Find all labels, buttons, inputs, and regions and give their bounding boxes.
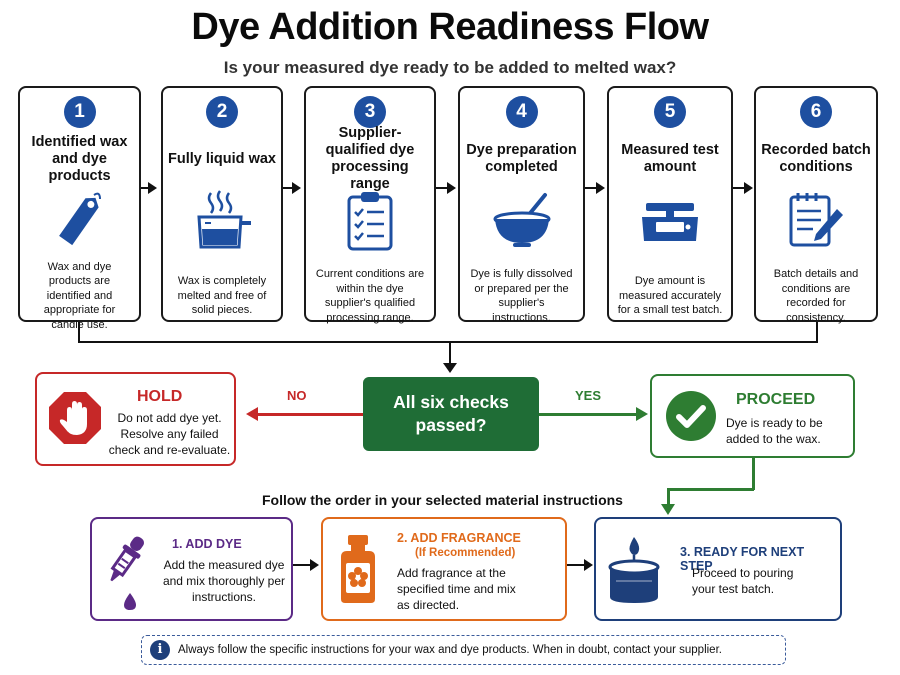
info-icon: i (150, 640, 170, 660)
step-description: Dye amount is measured accurately for a … (617, 275, 723, 317)
arrow-right-icon (596, 182, 605, 194)
step-description: Batch details and conditions are recorde… (773, 268, 859, 324)
step-card-5: 5 Measured test amount Dye amount is mea… (607, 86, 733, 322)
follow-order-text: Follow the order in your selected materi… (262, 492, 623, 508)
step-number: 5 (654, 96, 686, 128)
checkmark-icon (665, 390, 717, 447)
proceed-title: PROCEED (736, 391, 816, 408)
arrow-right-icon (148, 182, 157, 194)
candle-icon (606, 535, 662, 612)
action-title: 1. ADD DYE (172, 537, 242, 551)
arrow-left-icon (246, 407, 258, 421)
connector-line (585, 187, 597, 189)
arrow-right-icon (744, 182, 753, 194)
proceed-connector-line (667, 488, 754, 491)
arrow-down-icon (661, 504, 675, 515)
footer-note: i Always follow the specific instruction… (141, 635, 786, 665)
connector-line (78, 322, 80, 342)
mixing-bowl-icon (460, 187, 583, 253)
no-label: NO (287, 388, 307, 403)
hold-box: HOLD Do not add dye yet. Resolve any fai… (35, 372, 236, 466)
step-card-6: 6 Recorded batch conditions Batch detail… (754, 86, 878, 324)
step-number: 6 (800, 96, 832, 128)
step-card-3: 3 Supplier-qualified dye processing rang… (304, 86, 436, 324)
step-number: 3 (354, 96, 386, 128)
connector-line (816, 322, 818, 342)
yes-connector-line (539, 413, 639, 416)
step-title: Measured test amount (621, 142, 719, 175)
step-description: Wax and dye products are identified and … (43, 260, 116, 331)
step-description: Current conditions are within the dye su… (315, 268, 425, 324)
checklist-clipboard-icon (306, 187, 434, 253)
step-title: Identified wax and dye products (31, 133, 128, 184)
connector-line (449, 341, 451, 365)
action-text: Add the measured dye and mix thoroughly … (162, 558, 286, 604)
merge-line (78, 341, 818, 343)
hold-text: Do not add dye yet. Resolve any failed c… (108, 411, 231, 457)
step-description: Wax is completely melted and free of sol… (177, 275, 267, 317)
arrow-right-icon (292, 182, 301, 194)
step-title: Supplier-qualified dye processing range (325, 125, 415, 192)
note-text: Always follow the specific instructions … (178, 644, 722, 656)
action-card-ready: 3. READY FOR NEXT STEP Proceed to pourin… (594, 517, 842, 621)
fragrance-bottle-icon (335, 533, 381, 610)
action-text: Proceed to pouring your test batch. (692, 566, 794, 596)
tag-icon (20, 187, 139, 253)
connector-line (436, 187, 448, 189)
step-number: 4 (505, 96, 538, 128)
action-subtitle: (If Recommended) (415, 547, 516, 559)
page-subtitle: Is your measured dye ready to be added t… (223, 58, 677, 77)
step-title: Fully liquid wax (168, 150, 276, 167)
connector-line (567, 564, 585, 566)
action-card-add-dye: 1. ADD DYE Add the measured dye and mix … (90, 517, 293, 621)
step-title: Dye preparation completed (466, 142, 577, 175)
proceed-connector-line (667, 488, 670, 506)
dropper-icon (100, 531, 150, 618)
decision-box: All six checks passed? (363, 377, 539, 451)
scale-icon (609, 187, 731, 253)
step-number: 1 (63, 96, 96, 128)
proceed-text: Dye is ready to be added to the wax. (726, 416, 823, 446)
step-card-1: 1 Identified wax and dye products Wax an… (18, 86, 141, 331)
stop-hand-icon (47, 390, 103, 451)
step-title: Recorded batch conditions (761, 142, 871, 175)
action-text: Add fragrance at the specified time and … (397, 566, 516, 612)
action-title: 3. READY FOR NEXT STEP (680, 545, 805, 573)
no-connector-line (258, 413, 363, 416)
page-title: Dye Addition Readiness Flow (191, 6, 709, 48)
connector-line (733, 187, 745, 189)
yes-label: YES (575, 388, 602, 403)
connector-line (293, 564, 311, 566)
step-description: Dye is fully dissolved or prepared per t… (470, 268, 573, 324)
arrow-down-icon (443, 363, 457, 373)
hold-title: HOLD (137, 388, 183, 405)
arrow-right-icon (310, 559, 319, 571)
action-title: 2. ADD FRAGRANCE (397, 531, 521, 545)
proceed-connector-line (752, 458, 755, 490)
arrow-right-icon (447, 182, 456, 194)
connector-line (141, 187, 149, 189)
notepad-pencil-icon (756, 187, 876, 253)
step-card-4: 4 Dye preparation completed Dye is fully… (458, 86, 585, 324)
proceed-box: PROCEED Dye is ready to be added to the … (650, 374, 855, 458)
arrow-right-icon (584, 559, 593, 571)
arrow-right-icon (636, 407, 648, 421)
connector-line (283, 187, 293, 189)
step-number: 2 (206, 96, 238, 128)
melting-pot-icon (163, 187, 281, 253)
step-card-2: 2 Fully liquid wax Wax is completely mel… (161, 86, 283, 322)
action-card-add-fragrance: 2. ADD FRAGRANCE (If Recommended) Add fr… (321, 517, 567, 621)
